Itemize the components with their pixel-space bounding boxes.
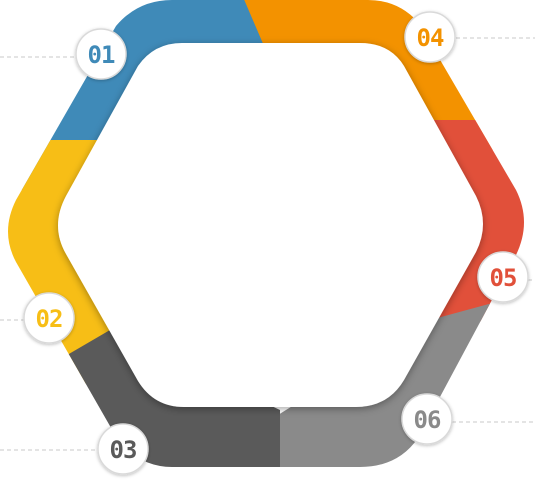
inner-hexagon xyxy=(58,43,483,407)
connector-lines xyxy=(0,37,535,451)
badge-06[interactable]: 06 xyxy=(401,393,453,445)
badge-02-label: 02 xyxy=(36,305,63,333)
badge-01[interactable]: 01 xyxy=(75,28,127,80)
badge-01-label: 01 xyxy=(88,41,115,69)
badge-03-label: 03 xyxy=(110,436,137,464)
badge-02[interactable]: 02 xyxy=(23,292,75,344)
badge-03[interactable]: 03 xyxy=(97,423,149,475)
badge-04[interactable]: 04 xyxy=(404,11,456,63)
badge-06-label: 06 xyxy=(414,406,441,434)
badge-04-label: 04 xyxy=(417,24,444,52)
badge-05[interactable]: 05 xyxy=(477,251,529,303)
badge-05-label: 05 xyxy=(490,264,517,292)
